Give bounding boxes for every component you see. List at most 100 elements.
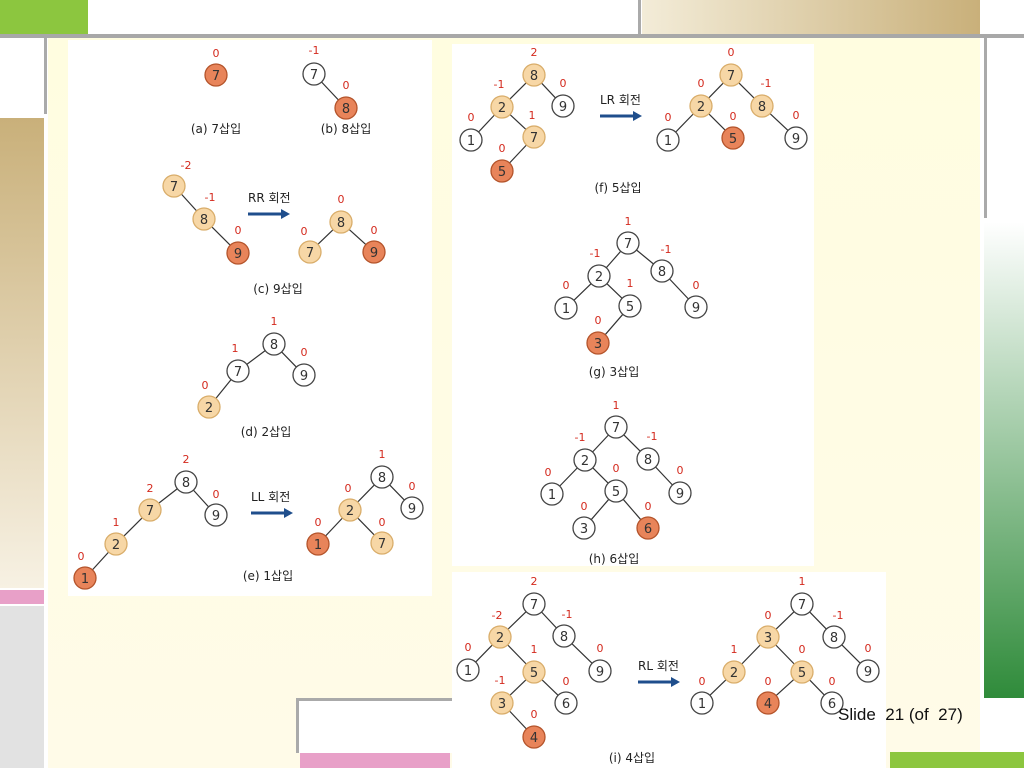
tree-edge	[636, 249, 654, 265]
node-circle	[784, 126, 808, 150]
balance-factor: 0	[213, 47, 220, 60]
node-value: 8	[758, 100, 766, 115]
balance-factor: 0	[563, 279, 570, 292]
tree-node: 8-1	[552, 608, 576, 648]
balance-factor: 0	[699, 675, 706, 688]
tree-node: 20	[338, 482, 362, 522]
tree-edge	[317, 229, 334, 245]
tree-node: 8-1	[192, 191, 216, 231]
tree-node: 8-1	[750, 77, 774, 118]
node-value: 3	[498, 697, 506, 712]
node-circle	[73, 566, 97, 590]
node-value: 7	[624, 237, 632, 252]
tree-node: 20	[197, 379, 221, 419]
rotation-label: RR 회전	[248, 191, 291, 205]
node-circle	[226, 241, 250, 265]
node-value: 7	[378, 537, 386, 552]
tree-node: 90	[226, 224, 250, 265]
tree-edge	[192, 489, 210, 508]
balance-factor: 2	[183, 453, 190, 466]
tree-node: 60	[554, 675, 578, 715]
node-circle	[298, 240, 322, 264]
node-circle	[684, 295, 708, 319]
tree-caption: (e) 1삽입	[243, 569, 293, 583]
tree-node: 30	[756, 609, 780, 649]
node-circle	[616, 231, 640, 255]
node-circle	[540, 482, 564, 506]
balance-factor: 0	[865, 642, 872, 655]
tree-node: 30	[586, 314, 610, 355]
tree-node: 50	[721, 110, 745, 150]
tree-node: 10	[456, 641, 480, 682]
tree-caption: (i) 4삽입	[609, 751, 655, 765]
balance-factor: -1	[309, 44, 320, 57]
balance-factor: 0	[765, 675, 772, 688]
balance-factor: 0	[597, 642, 604, 655]
tree-node: 50	[604, 462, 628, 503]
node-value: 7	[310, 68, 318, 83]
tree-edge	[348, 228, 367, 246]
node-circle	[719, 63, 743, 87]
tree-node: 90	[856, 642, 880, 683]
tree-edge	[675, 113, 694, 133]
tree-edge	[741, 644, 761, 665]
node-value: 9	[559, 100, 567, 115]
tree-edge	[509, 114, 527, 130]
node-value: 6	[828, 697, 836, 712]
tree-node: 3 -1	[490, 674, 514, 715]
tree-node: 21	[104, 516, 128, 556]
node-value: 5	[626, 300, 634, 315]
bg-white-top-far	[984, 0, 1024, 34]
balance-factor: 0	[581, 500, 588, 513]
node-value: 7	[530, 131, 538, 146]
balance-factor: 0	[765, 609, 772, 622]
balance-factor: 0	[563, 675, 570, 688]
tree-node: 90	[362, 224, 386, 264]
node-circle	[522, 125, 546, 149]
node-circle	[370, 465, 394, 489]
tree-edge	[507, 611, 527, 630]
balance-factor: 0	[677, 464, 684, 477]
node-value: 5	[729, 132, 737, 147]
node-circle	[370, 531, 394, 555]
balance-factor: 0	[799, 643, 806, 656]
tree-caption: (h) 6삽입	[589, 552, 640, 566]
tree-edge	[809, 679, 825, 696]
tree-caption: (f) 5삽입	[594, 181, 641, 195]
node-circle	[668, 481, 692, 505]
tree-node: 80	[334, 79, 358, 120]
node-circle	[820, 691, 844, 715]
node-circle	[552, 624, 576, 648]
node-value: 7	[798, 598, 806, 613]
node-value: 1	[467, 134, 475, 149]
bg-right-green	[984, 222, 1024, 698]
node-circle	[554, 296, 578, 320]
node-value: 9	[692, 301, 700, 316]
tree-edge	[158, 488, 178, 504]
balance-factor: 0	[338, 193, 345, 206]
tree-edge	[91, 551, 110, 571]
balance-factor: 0	[213, 488, 220, 501]
node-value: 8	[378, 471, 386, 486]
tree-node: 40	[522, 708, 546, 749]
node-value: 1	[562, 302, 570, 317]
tree-edge	[738, 82, 755, 99]
node-value: 7	[306, 246, 314, 261]
balance-factor: 0	[728, 46, 735, 59]
tree-node: 81	[262, 315, 286, 356]
node-circle	[650, 259, 674, 283]
bg-bottom-pink	[300, 750, 450, 768]
node-circle	[604, 479, 628, 503]
balance-factor: -1	[495, 674, 506, 687]
rotation-ll: LL 회전	[251, 490, 293, 518]
node-circle	[334, 96, 358, 120]
balance-factor: 0	[693, 279, 700, 292]
node-value: 1	[464, 664, 472, 679]
